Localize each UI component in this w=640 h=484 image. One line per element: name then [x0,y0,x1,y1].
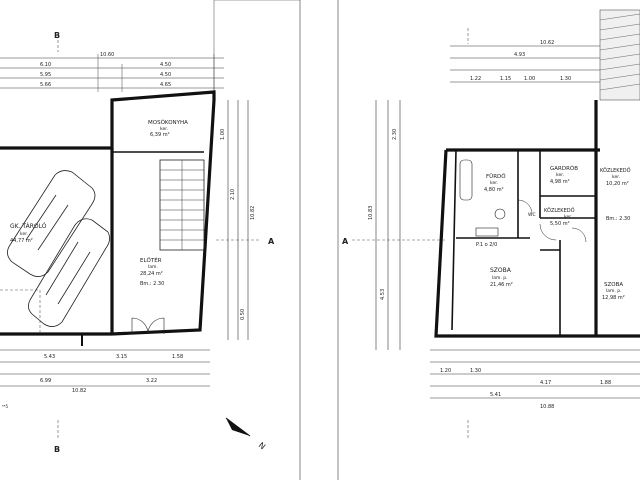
right-top-dim-3: 1.15 [500,76,511,82]
right-bottom-dim-3: 4.17 [540,380,551,386]
right-top-dim-total: 10.62 [540,40,554,46]
wardrobe-floor: ker. [556,172,564,178]
right-bottom-dim-total: 10.88 [540,404,554,410]
corridor-area: 5,50 m² [550,221,570,227]
left-dim-total: 10.83 [368,206,374,220]
section-mark-a-left: A [268,237,275,246]
bottom-dim-5: 3.22 [146,378,157,384]
right-dim-2: 2.10 [230,189,236,200]
kitchen-area: 6,39 m² [150,132,170,138]
room2-name: SZOBA [604,282,623,288]
top-dim-2: 4.50 [160,62,171,68]
right-dim-1: 1.00 [220,129,226,140]
room1-area: 21,46 m² [490,282,513,288]
top-dim-3: 5.95 [40,72,51,78]
bottom-dim-total: 10.82 [72,388,86,394]
wc-label: WC [528,212,536,218]
left-floor-plan: 10.60 6.10 4.50 5.95 4.50 5.66 4.65 B [0,0,300,454]
top-dim-6: 4.65 [160,82,171,88]
right-top-dim-4: 1.00 [524,76,535,82]
bottom-dim-1: 5.43 [44,354,55,360]
right-outer-wall [434,149,640,338]
corridor-name: KÖZLEKEDŐ [544,207,575,214]
top-dim-4: 4.50 [160,72,171,78]
top-dim-total: 10.60 [100,52,114,58]
car-icon [7,170,96,277]
hall-name: ELŐTÉR [140,256,162,264]
room1-floor: lam. p. [492,275,508,281]
right-top-dim-1: 4.93 [514,52,525,58]
right-dim-3: 0.50 [240,309,246,320]
section-mark-b-bottom: B [54,445,60,454]
bathtub-icon [459,159,473,201]
top-dim-1: 6.10 [40,62,51,68]
svg-text:N: N [257,441,267,452]
garage-floor: ker. [20,231,28,237]
garage-area: 44,77 m² [10,238,33,244]
living-area: 10,20 m² [606,181,629,187]
position-label: P.1 o 2/0 [476,242,497,248]
kitchen-floor: ker. [160,126,168,132]
drawing-footnote: ᴮᴿ5 [2,404,8,409]
right-floor-plan: 10.62 4.93 1.22 1.15 1.00 1.30 [342,9,640,440]
hall-area: 28,24 m² [140,271,163,277]
right-bottom-dim-1: 1.20 [440,368,451,374]
wardrobe-area: 4,98 m² [550,179,570,185]
left-dim-2: 2.30 [392,129,398,140]
bath-area: 4,80 m² [484,187,504,193]
entrance-door [131,317,149,335]
left-dim-1: 4.53 [380,289,386,300]
room1-name: SZOBA [490,267,512,274]
bath-name: FÜRDŐ [486,173,506,180]
room2-area: 12,98 m² [602,295,625,301]
right-bottom-dim-2: 1.30 [470,368,481,374]
wardrobe-name: GARDRÓB [550,165,578,172]
right-top-dim-5: 1.30 [560,76,571,82]
right-bottom-dim-5: 5.41 [490,392,501,398]
living-height: Bm.: 2.30 [606,216,630,222]
living-name: KÖZLEKEDŐ [600,167,631,174]
room2-floor: lam. p. [606,288,622,294]
hall-floor: lam. [148,264,158,270]
north-arrow-icon: N [225,417,267,452]
right-bottom-dim-4: 1.88 [600,380,611,386]
bath-floor: ker. [490,180,498,186]
section-mark-b-top: B [54,31,60,40]
toilet-icon [494,208,506,220]
bottom-dim-3: 1.58 [172,354,183,360]
corridor-floor: ker. [564,214,572,220]
right-dim-total: 10.82 [250,206,256,220]
roof-hatch [599,9,640,101]
right-top-dim-2: 1.22 [470,76,481,82]
kitchen-name: MOSÓKONYHA [148,119,188,126]
top-dim-5: 5.66 [40,82,51,88]
section-mark-a-right: A [342,237,349,246]
living-floor: ker. [612,174,620,180]
garage-name: GK. TÁROLÓ [10,223,47,230]
hall-height: Bm.: 2.30 [140,281,164,287]
bottom-dim-2: 3.15 [116,354,127,360]
car-icon [28,218,110,327]
bottom-dim-4: 6.99 [40,378,51,384]
